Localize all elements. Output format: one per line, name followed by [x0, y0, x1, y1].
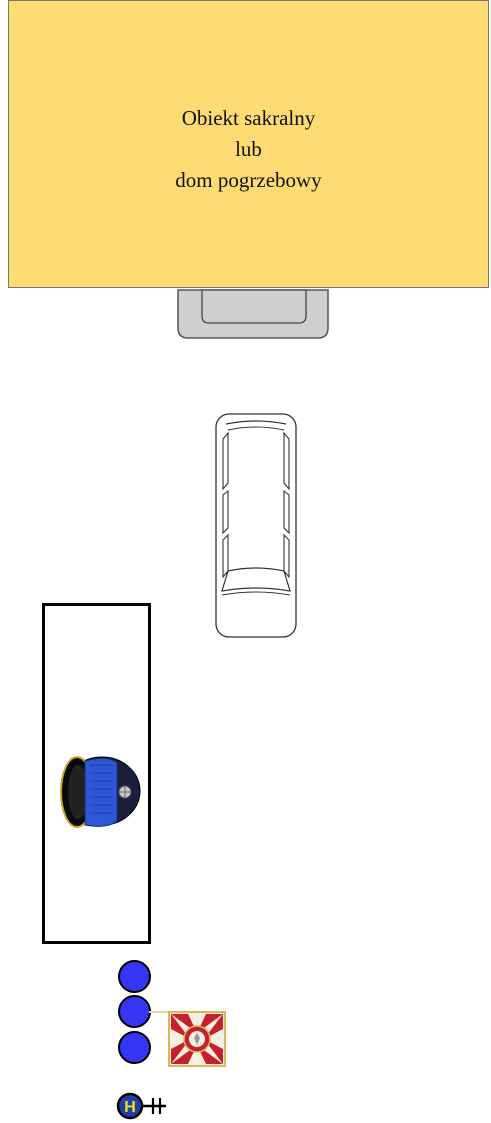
police-cap-icon	[57, 749, 143, 835]
coffin	[42, 603, 151, 944]
flag-banner-icon	[168, 1011, 226, 1067]
building-area: Obiekt sakralny lub dom pogrzebowy	[8, 0, 489, 288]
entrance-steps	[176, 288, 330, 340]
guard-person-2	[118, 995, 151, 1028]
building-label-line-3: dom pogrzebowy	[9, 165, 488, 196]
guard-person-1	[118, 960, 151, 993]
building-label: Obiekt sakralny lub dom pogrzebowy	[9, 103, 488, 196]
leader-symbol-icon: H	[116, 1091, 174, 1123]
building-label-line-2: lub	[9, 134, 488, 165]
building-label-line-1: Obiekt sakralny	[9, 103, 488, 134]
guard-person-3	[118, 1031, 151, 1064]
hearse-icon	[214, 413, 298, 639]
svg-text:H: H	[124, 1099, 136, 1116]
